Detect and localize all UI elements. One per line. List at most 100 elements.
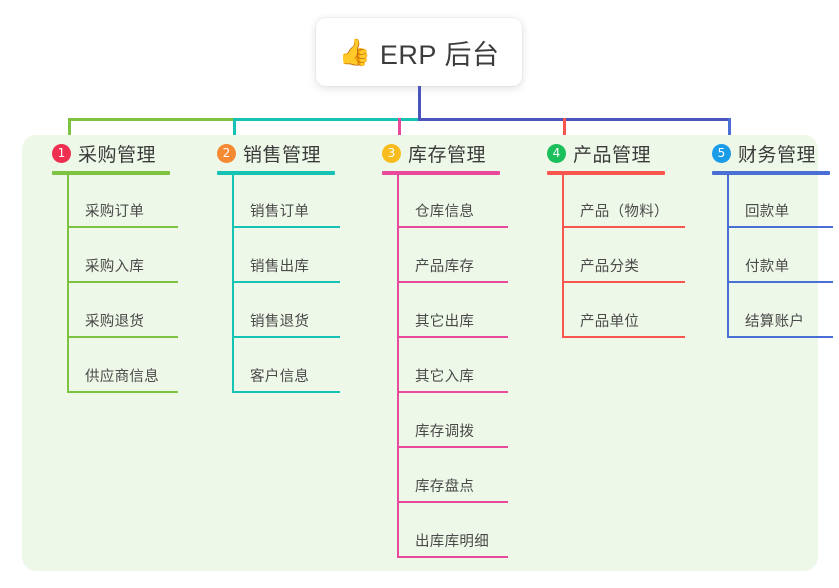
- branch-item-underline: [67, 336, 178, 338]
- branch-header-underline: [217, 171, 335, 175]
- branch-item[interactable]: 产品单位: [562, 283, 687, 338]
- branch-item[interactable]: 产品库存: [397, 228, 510, 283]
- branch-item-label: 客户信息: [250, 369, 310, 385]
- branch-number-badge: 3: [382, 143, 401, 163]
- branch-header-1[interactable]: 1 采购管理: [52, 135, 156, 171]
- branch-header-2[interactable]: 2 销售管理: [217, 135, 321, 171]
- branch-header-underline: [52, 171, 170, 175]
- root-stem-line: [418, 86, 421, 121]
- branch-item-underline: [562, 336, 685, 338]
- branch-title: 销售管理: [243, 144, 322, 166]
- branch-item-underline: [232, 391, 340, 393]
- branch-number-badge: 4: [547, 143, 566, 163]
- branch-item[interactable]: 库存盘点: [397, 448, 510, 503]
- branch-column-3: 3 库存管理仓库信息产品库存其它出库其它入库库存调拨库存盘点出库库明细: [382, 135, 508, 558]
- branch-item[interactable]: 销售出库: [232, 228, 342, 283]
- branch-item[interactable]: 销售退货: [232, 283, 342, 338]
- branch-spine: [232, 173, 234, 393]
- branch-number-badge: 5: [712, 143, 731, 163]
- branch-item-label: 产品单位: [580, 314, 640, 330]
- branch-header-5[interactable]: 5 财务管理: [712, 135, 816, 171]
- bus-segment-3: [418, 118, 731, 121]
- branch-item-underline: [562, 226, 685, 228]
- branch-item[interactable]: 产品（物料）: [562, 173, 687, 228]
- branch-header-4[interactable]: 4 产品管理: [547, 135, 651, 171]
- branch-item[interactable]: 回款单: [727, 173, 835, 228]
- branch-item-label: 销售出库: [250, 259, 310, 275]
- branch-item-underline: [727, 336, 833, 338]
- branch-item-underline: [397, 226, 508, 228]
- branch-item[interactable]: 付款单: [727, 228, 835, 283]
- branch-item[interactable]: 其它入库: [397, 338, 510, 393]
- branch-item-underline: [67, 226, 178, 228]
- branch-item-underline: [397, 336, 508, 338]
- branch-column-2: 2 销售管理销售订单销售出库销售退货客户信息: [217, 135, 340, 393]
- branch-item-underline: [232, 281, 340, 283]
- branch-item-label: 仓库信息: [415, 204, 475, 220]
- branch-item[interactable]: 仓库信息: [397, 173, 510, 228]
- branch-title: 产品管理: [573, 144, 652, 166]
- branch-number-badge: 1: [52, 143, 71, 163]
- branch-item-underline: [727, 281, 833, 283]
- branch-item-underline: [397, 281, 508, 283]
- branch-item-underline: [397, 446, 508, 448]
- branch-item[interactable]: 客户信息: [232, 338, 342, 393]
- branch-item-label: 采购退货: [85, 314, 145, 330]
- branch-item[interactable]: 销售订单: [232, 173, 342, 228]
- branch-item-label: 其它出库: [415, 314, 475, 330]
- branch-item-label: 销售订单: [250, 204, 310, 220]
- branch-column-1: 1 采购管理采购订单采购入库采购退货供应商信息: [52, 135, 178, 393]
- branch-item-label: 产品库存: [415, 259, 475, 275]
- branch-item-label: 出库库明细: [415, 534, 489, 550]
- branch-title: 财务管理: [738, 144, 817, 166]
- branch-item-label: 采购入库: [85, 259, 145, 275]
- branch-item-label: 其它入库: [415, 369, 475, 385]
- branch-spine: [67, 173, 69, 393]
- branch-item[interactable]: 供应商信息: [67, 338, 180, 393]
- branch-item-label: 结算账户: [745, 314, 805, 330]
- root-node[interactable]: 👍 ERP 后台: [316, 18, 522, 86]
- branch-spine: [562, 173, 564, 338]
- branch-item-label: 回款单: [745, 204, 790, 220]
- branches-panel: 1 采购管理采购订单采购入库采购退货供应商信息 2 销售管理销售订单销售出库销售退货客…: [22, 135, 833, 571]
- branch-item-underline: [67, 281, 178, 283]
- branch-item-label: 销售退货: [250, 314, 310, 330]
- branch-title: 采购管理: [78, 144, 157, 166]
- branch-header-underline: [382, 171, 500, 175]
- branch-header-underline: [712, 171, 830, 175]
- branch-column-4: 4 产品管理产品（物料） 产品分类产品单位: [547, 135, 685, 338]
- branch-item[interactable]: 其它出库: [397, 283, 510, 338]
- branch-item-label: 产品（物料）: [580, 204, 669, 220]
- branch-number-badge: 2: [217, 143, 236, 163]
- thumbs-up-icon: 👍: [338, 37, 371, 67]
- branch-item-label: 付款单: [745, 259, 790, 275]
- branch-item-underline: [397, 391, 508, 393]
- branch-item-label: 库存调拨: [415, 424, 475, 440]
- bus-segment-1: [68, 118, 233, 121]
- branch-item[interactable]: 产品分类: [562, 228, 687, 283]
- root-node-title: ERP 后台: [379, 39, 500, 70]
- branch-item[interactable]: 出库库明细: [397, 503, 510, 558]
- branch-title: 库存管理: [408, 144, 487, 166]
- branch-item-underline: [232, 336, 340, 338]
- branch-item-label: 库存盘点: [415, 479, 475, 495]
- branch-item-underline: [67, 391, 178, 393]
- branch-item[interactable]: 采购入库: [67, 228, 180, 283]
- branch-header-underline: [547, 171, 665, 175]
- bus-segment-2: [233, 118, 418, 121]
- branch-spine: [727, 173, 729, 338]
- branch-item-underline: [397, 556, 508, 558]
- branch-item-underline: [232, 226, 340, 228]
- branch-item-underline: [727, 226, 833, 228]
- branch-column-5: 5 财务管理回款单付款单结算账户: [712, 135, 833, 338]
- branch-item[interactable]: 库存调拨: [397, 393, 510, 448]
- branch-header-3[interactable]: 3 库存管理: [382, 135, 486, 171]
- branch-item[interactable]: 采购退货: [67, 283, 180, 338]
- branch-item-label: 采购订单: [85, 204, 145, 220]
- branch-item-label: 供应商信息: [85, 369, 159, 385]
- branch-spine: [397, 173, 399, 558]
- branch-item[interactable]: 结算账户: [727, 283, 835, 338]
- branch-item-underline: [397, 501, 508, 503]
- branch-item[interactable]: 采购订单: [67, 173, 180, 228]
